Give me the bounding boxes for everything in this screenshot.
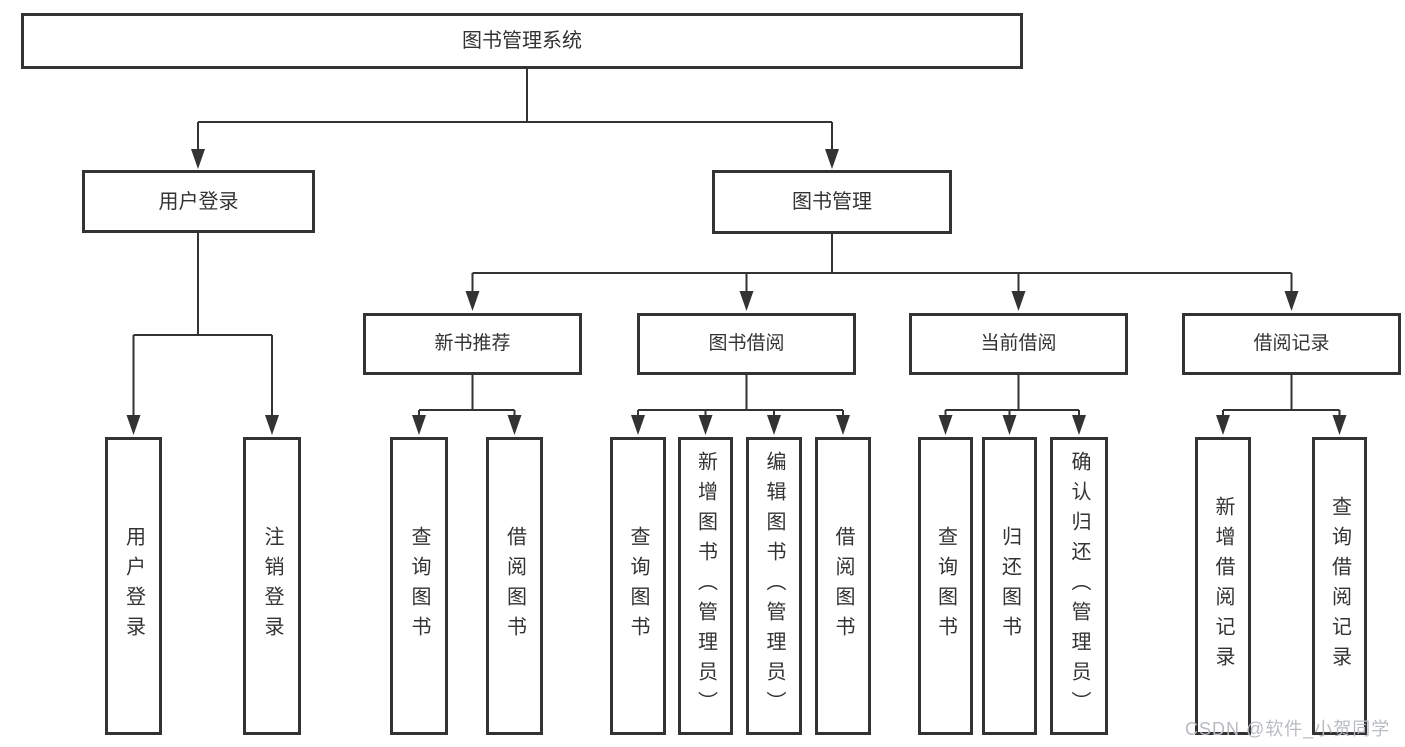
leaf-confirm-return-admin-label: 确认归还（管理员） bbox=[1068, 451, 1090, 721]
leaf-confirm-return-admin: 确认归还（管理员） bbox=[1050, 437, 1108, 735]
leaf-borrow-books-label: 借阅图书 bbox=[832, 526, 854, 646]
node-current-borrow: 当前借阅 bbox=[909, 313, 1128, 375]
node-book-borrow-label: 图书借阅 bbox=[708, 332, 785, 354]
leaf-query-books-borrow: 查询图书 bbox=[610, 437, 666, 735]
node-root: 图书管理系统 bbox=[21, 13, 1023, 69]
leaf-query-borrow-record-label: 查询借阅记录 bbox=[1328, 496, 1351, 676]
leaf-add-books-admin: 新增图书（管理员） bbox=[678, 437, 733, 735]
leaf-return-books: 归还图书 bbox=[982, 437, 1037, 735]
leaf-borrow-books-recommend-label: 借阅图书 bbox=[503, 526, 526, 646]
leaf-user-login-label: 用户登录 bbox=[122, 526, 145, 646]
leaf-edit-books-admin: 编辑图书（管理员） bbox=[746, 437, 802, 735]
node-borrow-records: 借阅记录 bbox=[1182, 313, 1401, 375]
leaf-logout: 注销登录 bbox=[243, 437, 301, 735]
leaf-query-books-borrow-label: 查询图书 bbox=[627, 526, 649, 646]
node-new-book-recommend: 新书推荐 bbox=[363, 313, 582, 375]
leaf-add-borrow-record-label: 新增借阅记录 bbox=[1212, 496, 1234, 676]
leaf-logout-label: 注销登录 bbox=[261, 526, 283, 646]
leaf-query-books-recommend: 查询图书 bbox=[390, 437, 448, 735]
node-book-borrow: 图书借阅 bbox=[637, 313, 856, 375]
leaf-return-books-label: 归还图书 bbox=[998, 526, 1021, 646]
arrowheads bbox=[126, 149, 1347, 435]
leaf-query-borrow-record: 查询借阅记录 bbox=[1312, 437, 1367, 735]
leaf-edit-books-admin-label: 编辑图书（管理员） bbox=[763, 451, 785, 721]
node-new-book-recommend-label: 新书推荐 bbox=[434, 332, 511, 354]
node-user-login-label: 用户登录 bbox=[158, 190, 239, 213]
node-root-label: 图书管理系统 bbox=[462, 30, 582, 52]
node-book-management-label: 图书管理 bbox=[792, 191, 872, 213]
leaf-add-borrow-record: 新增借阅记录 bbox=[1195, 437, 1251, 735]
leaf-borrow-books: 借阅图书 bbox=[815, 437, 871, 735]
node-borrow-records-label: 借阅记录 bbox=[1253, 332, 1330, 354]
leaf-add-books-admin-label: 新增图书（管理员） bbox=[694, 451, 717, 721]
leaf-borrow-books-recommend: 借阅图书 bbox=[486, 437, 543, 735]
leaf-query-books-current-label: 查询图书 bbox=[934, 526, 957, 646]
leaf-query-books-recommend-label: 查询图书 bbox=[408, 526, 430, 646]
csdn-watermark: CSDN @软件_小贺同学 bbox=[1185, 719, 1391, 739]
node-user-login: 用户登录 bbox=[82, 170, 315, 233]
leaf-query-books-current: 查询图书 bbox=[918, 437, 973, 735]
node-current-borrow-label: 当前借阅 bbox=[980, 332, 1057, 354]
leaf-user-login: 用户登录 bbox=[105, 437, 162, 735]
node-book-management: 图书管理 bbox=[712, 170, 952, 234]
